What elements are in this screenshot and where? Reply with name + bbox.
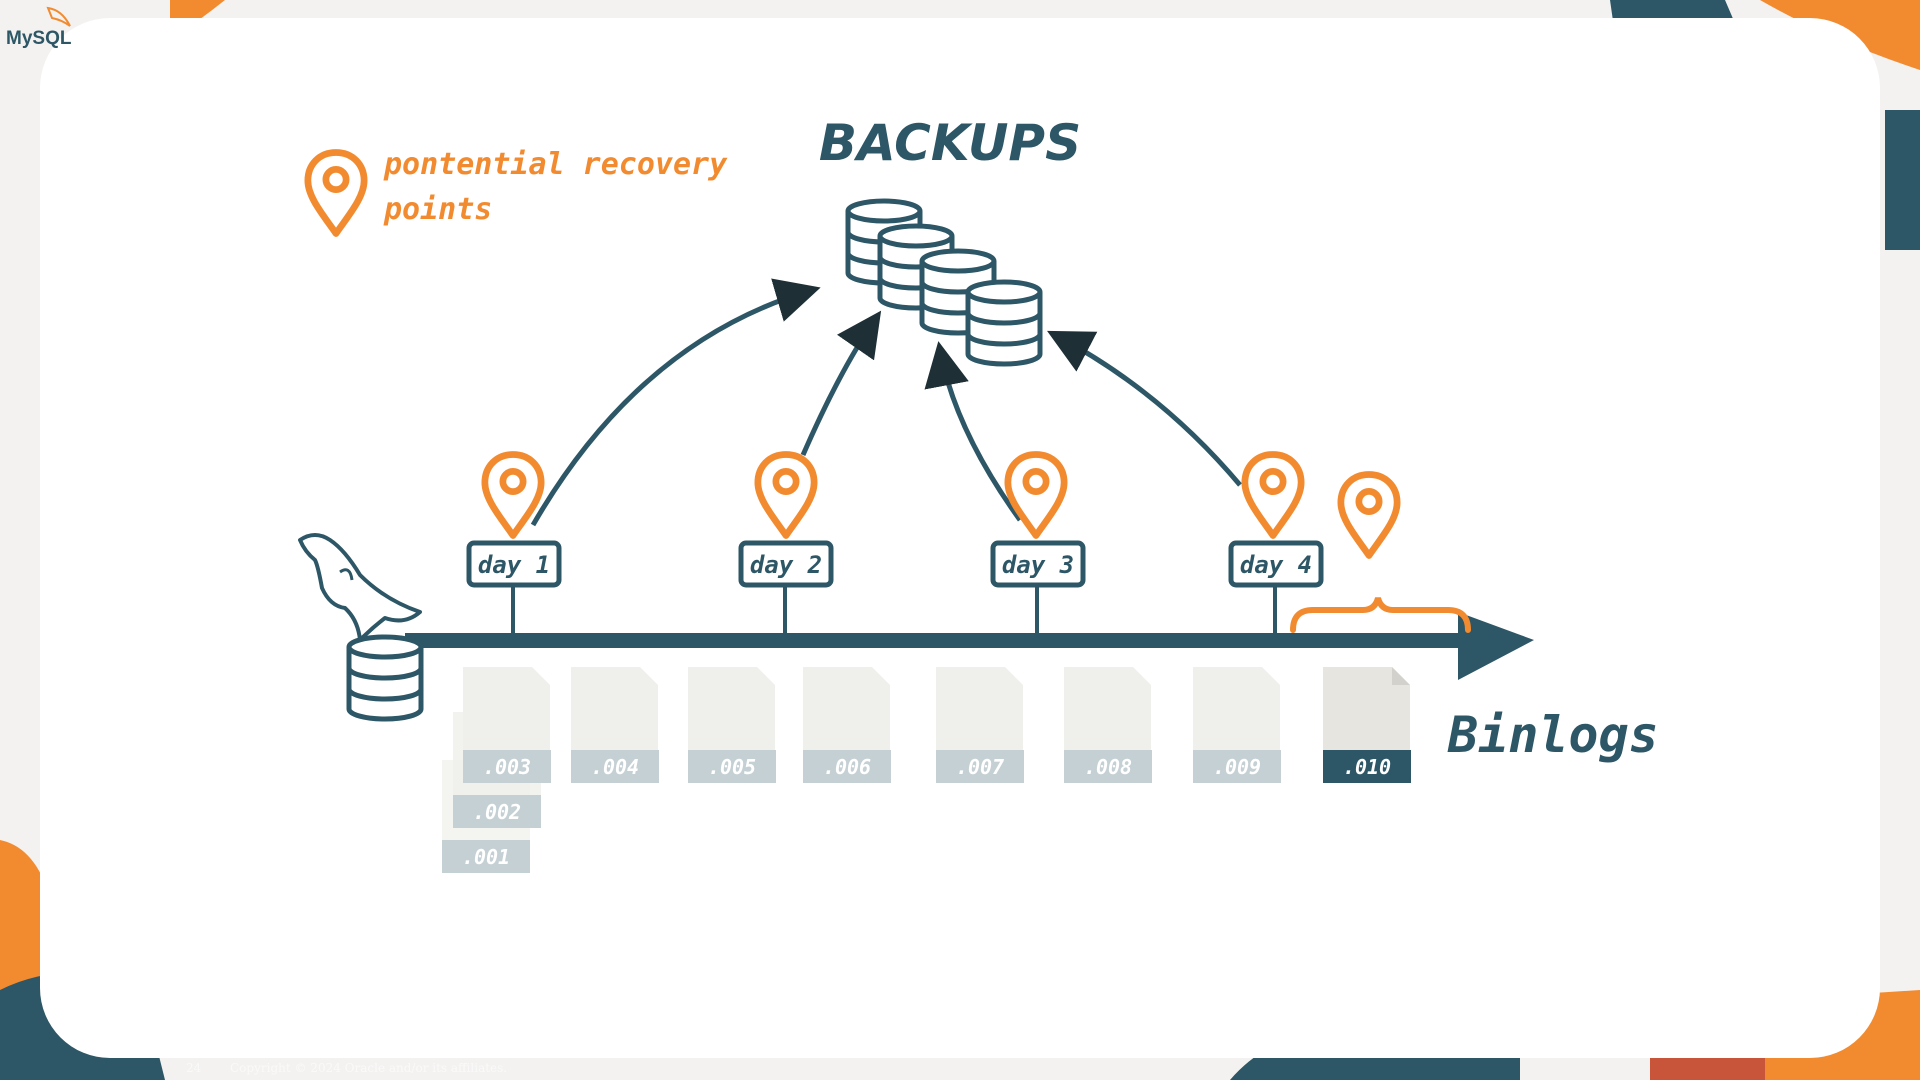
day-label: day 4	[1240, 551, 1312, 579]
binlog-file-label: .009	[1213, 755, 1261, 779]
binlog-file: .006	[803, 667, 891, 783]
binlog-files: .001 .002 .003 .004 .005 .006	[442, 667, 1411, 873]
binlog-file: .004	[571, 667, 659, 783]
binlog-file-label: .006	[823, 755, 871, 779]
backups-title: BACKUPS	[819, 114, 1081, 172]
arrow-day-1-backup	[530, 278, 821, 527]
source-database-icon	[349, 637, 421, 719]
binlog-file: .009	[1193, 667, 1281, 783]
binlog-file-active: .010	[1323, 667, 1411, 783]
logo-dolphin-icon	[46, 6, 71, 27]
binlog-file-label: .004	[591, 755, 639, 779]
backup-arrows	[530, 278, 1242, 527]
page-number: 24	[186, 1061, 202, 1075]
binlog-file-label: .007	[956, 755, 1004, 779]
arrow-day-3-backup	[924, 341, 1023, 522]
binlog-file: .008	[1064, 667, 1152, 783]
binlogs-label: Binlogs	[1447, 706, 1659, 764]
mysql-logo: MySQL	[6, 28, 72, 49]
day-label: day 3	[1002, 551, 1074, 579]
dolphin-icon	[298, 533, 422, 642]
binlog-file: .003	[463, 667, 551, 783]
dolphin-fin-icon	[339, 568, 354, 581]
binlog-file-label: .008	[1084, 755, 1132, 779]
timeline-arrowhead	[1458, 612, 1534, 680]
binlog-file-label: .002	[473, 800, 521, 824]
timeline-axis	[405, 633, 1465, 648]
day-label-box	[738, 540, 834, 588]
binlog-file-label: .001	[462, 845, 510, 869]
source-database	[298, 533, 422, 719]
corner-teal-right	[1885, 110, 1920, 250]
copyright-text: Copyright © 2024 Oracle and/or its affil…	[230, 1061, 507, 1075]
legend-line-2: points	[383, 192, 492, 227]
binlog-file: .007	[936, 667, 1024, 783]
day-label-box	[466, 540, 562, 588]
binlog-file-label: .005	[708, 755, 756, 779]
day-label-box	[990, 540, 1086, 588]
binlog-file-label: .003	[483, 755, 531, 779]
binlog-file-label: .010	[1343, 755, 1391, 779]
day-label-box	[1228, 540, 1324, 588]
day-markers: day 1 day 2 day 3 day 4	[466, 540, 1324, 636]
binlog-file: .005	[688, 667, 776, 783]
arrow-day-2-backup	[800, 310, 882, 456]
arrow-day-4-backup	[1047, 330, 1242, 487]
current-period-brace	[1290, 597, 1471, 633]
legend-line-1: pontential recovery	[383, 147, 728, 182]
day-label: day 1	[478, 551, 550, 579]
day-label: day 2	[750, 551, 822, 579]
backup-database-icon	[968, 282, 1040, 364]
